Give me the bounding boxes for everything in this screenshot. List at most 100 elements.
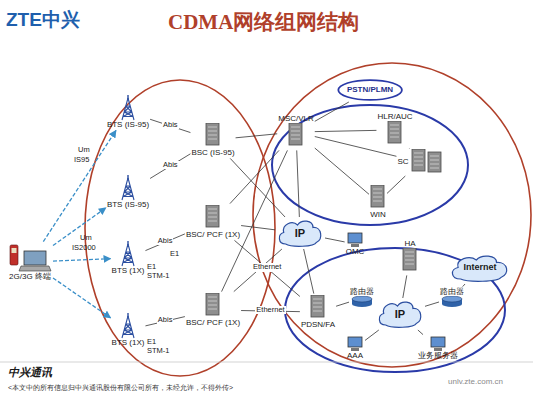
- node-label: PDSN/FA: [301, 321, 335, 330]
- network-element: BTS (IS-95): [107, 175, 149, 210]
- network-element: 2G/3G 终端: [8, 243, 52, 282]
- pair-icon: [411, 149, 443, 175]
- network-element: BTS (IS-95): [107, 95, 149, 130]
- interface-label: Um: [80, 234, 92, 242]
- phone-icon: [8, 243, 52, 273]
- network-link: [418, 330, 423, 335]
- network-element: HLR/AUC: [377, 113, 412, 148]
- network-element: WIN: [370, 185, 386, 220]
- network-link: [425, 302, 439, 306]
- network-link: [409, 148, 410, 149]
- network-link: [230, 158, 285, 217]
- node-label: BSC/ PCF (1X): [186, 319, 240, 328]
- slide-title: CDMA网络组网结构: [168, 8, 359, 36]
- network-element: BTS (1X): [112, 241, 145, 276]
- router-icon: [441, 296, 463, 308]
- network-link: [315, 102, 349, 121]
- node-label: BTS (IS-95): [107, 121, 149, 130]
- interface-label: Abis: [162, 121, 179, 129]
- interface-label: Um: [78, 146, 90, 154]
- server-icon: [205, 205, 221, 231]
- network-link: [304, 249, 314, 294]
- network-link: [387, 176, 405, 193]
- radio-link: [53, 278, 111, 318]
- node-label: 路由器: [440, 288, 464, 297]
- network-link: [315, 148, 369, 194]
- server-icon: [402, 248, 418, 274]
- watermark: unlv.zte.com.cn: [448, 378, 503, 387]
- network-element: MSC/VLR: [278, 115, 314, 150]
- node-label: HA: [404, 240, 415, 249]
- network-element: BSC (IS-95): [191, 123, 234, 158]
- interface-label: Ethernet: [252, 263, 282, 271]
- network-link: [150, 154, 190, 179]
- network-link: [145, 234, 184, 251]
- interface-label: Abis: [157, 316, 174, 324]
- network-element: 业务服务器: [418, 336, 458, 361]
- core-network-outline: [253, 63, 531, 367]
- interface-label: Abis: [162, 161, 179, 169]
- interface-label: E1: [147, 338, 156, 346]
- network-element: BTS (1X): [112, 313, 145, 348]
- server-icon: [387, 121, 403, 147]
- network-link: [150, 119, 190, 132]
- router-icon: [351, 296, 373, 308]
- interface-label: E1: [170, 250, 179, 258]
- node-label: 业务服务器: [418, 352, 458, 361]
- network-link: [315, 137, 397, 157]
- network-link: [230, 150, 279, 203]
- radio-link: [53, 208, 106, 246]
- network-link: [234, 249, 282, 292]
- pc-icon: [346, 232, 364, 248]
- interface-label: Ethernet: [255, 306, 285, 314]
- network-cloud: IP: [276, 218, 324, 248]
- network-link: [403, 275, 407, 298]
- node-label: PSTN/PLMN: [347, 86, 393, 95]
- network-link: [365, 330, 379, 340]
- node-label: BTS (1X): [112, 339, 145, 348]
- footer-text: <本文中的所有信息归中兴通讯股份有限公司所有，未经允许，不得外传>: [8, 384, 233, 392]
- network-element: PDSN/FA: [301, 295, 335, 330]
- network-link: [222, 150, 288, 291]
- network-element: 路由器: [440, 288, 464, 309]
- node-label: BSC/ PCF (1X): [186, 231, 240, 240]
- network-cloud: Internet: [448, 253, 511, 283]
- node-label: IP: [395, 308, 405, 320]
- network-link: [236, 134, 278, 138]
- tower-icon: [120, 175, 136, 201]
- network-element: SC: [397, 149, 442, 175]
- interface-label: E1: [147, 263, 156, 271]
- tower-icon: [120, 95, 136, 121]
- pc-icon: [346, 336, 364, 352]
- footer-text: 中兴通讯: [8, 366, 52, 378]
- node-label: SC: [397, 158, 408, 167]
- network-link: [463, 284, 465, 287]
- server-icon: [310, 295, 326, 321]
- network-element: PSTN/PLMN: [337, 79, 403, 101]
- network-link: [297, 150, 300, 217]
- server-icon: [288, 123, 304, 149]
- company-logo: ZTE中兴: [6, 10, 80, 31]
- server-icon: [370, 185, 386, 211]
- tower-icon: [120, 313, 136, 339]
- network-element: AAA: [346, 336, 364, 361]
- node-label: 路由器: [350, 288, 374, 297]
- interface-label: IS2000: [72, 244, 96, 252]
- network-element: OMC: [346, 232, 365, 257]
- node-label: Internet: [463, 263, 496, 273]
- network-link: [336, 302, 349, 306]
- node-label: HLR/AUC: [377, 113, 412, 122]
- server-icon: [205, 123, 221, 149]
- network-element: BSC/ PCF (1X): [186, 293, 240, 328]
- interface-label: Abis: [157, 237, 174, 245]
- node-label: MSC/VLR: [278, 115, 314, 124]
- node-label: BTS (1X): [112, 267, 145, 276]
- radio-link: [43, 130, 116, 241]
- server-icon: [205, 293, 221, 319]
- network-element: BSC/ PCF (1X): [186, 205, 240, 240]
- network-element: 路由器: [350, 288, 374, 309]
- node-label: BTS (IS-95): [107, 201, 149, 210]
- packet-domain-outline: [285, 248, 505, 372]
